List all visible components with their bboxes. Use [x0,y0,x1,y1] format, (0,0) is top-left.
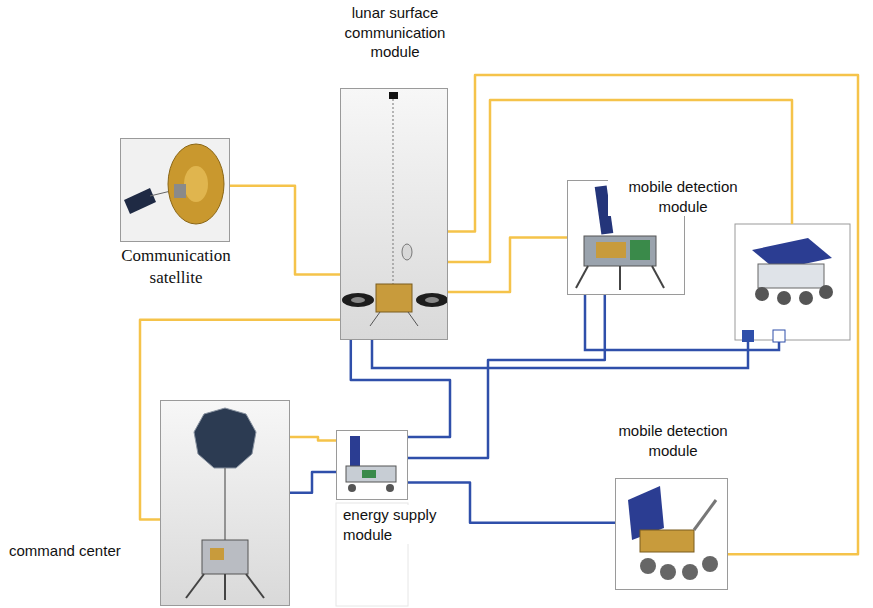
command-center-picture [160,400,290,606]
module-label: mobile detection module [608,177,758,216]
satellite-picture [120,138,230,242]
comm-link [448,75,858,554]
power-line [372,340,748,368]
module-box: command center [160,400,290,606]
comm-link [290,437,336,440]
module-box: mobile detection module [615,478,728,590]
power-line [408,295,605,458]
comm-module-picture [340,88,448,340]
power-line [351,340,450,437]
comm-link [448,100,792,262]
module-label: command center [9,541,157,561]
module-label: Communication satellite [101,245,251,289]
comm-link [448,238,567,293]
satellite-box: Communication satellite [120,138,230,242]
comm-link [230,186,340,275]
module-label: lunar surface communication module [321,3,469,62]
module-box: energy supply module [336,430,408,500]
rover-picture [615,478,728,590]
module-box: lunar surface communication module [340,88,448,340]
module-box: mobile detection module [567,180,685,295]
power-line [290,472,336,493]
module-label: mobile detection module [606,421,740,460]
comm-link [140,320,340,520]
module-label: energy supply module [341,505,453,544]
rover-picture [735,224,850,342]
power-line [585,295,779,350]
